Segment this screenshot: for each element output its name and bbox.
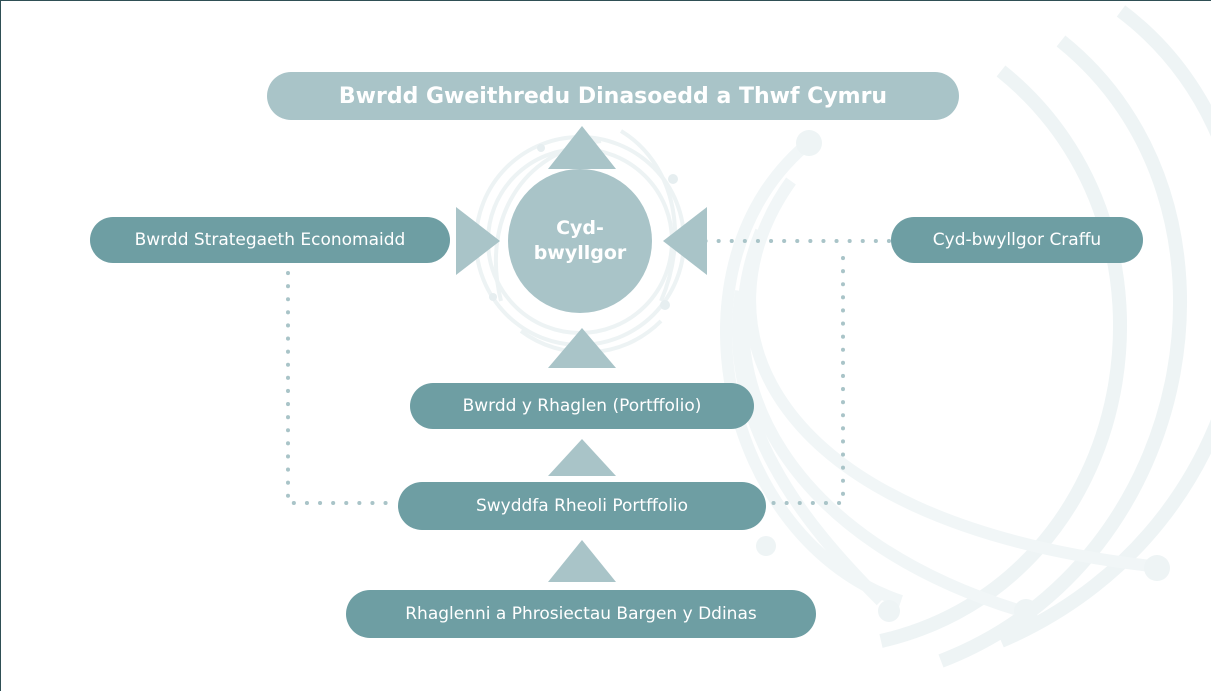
programmes-projects-label: Rhaglenni a Phrosiectau Bargen y Ddinas — [405, 604, 757, 624]
programme-board-box: Bwrdd y Rhaglen (Portffolio) — [410, 383, 754, 429]
scrutiny-committee-box: Cyd-bwyllgor Craffu — [891, 217, 1143, 263]
portfolio-office-box: Swyddfa Rheoli Portffolio — [398, 482, 766, 530]
top-board-box: Bwrdd Gweithredu Dinasoedd a Thwf Cymru — [267, 72, 959, 120]
top-board-label: Bwrdd Gweithredu Dinasoedd a Thwf Cymru — [338, 83, 888, 109]
joint-committee-label: Cyd-bwyllgor — [533, 217, 627, 264]
arrow-up-to-top-board — [548, 126, 616, 169]
arrow-right-to-committee — [456, 207, 500, 275]
arrow-left-to-committee — [663, 207, 707, 275]
portfolio-office-label: Swyddfa Rheoli Portffolio — [475, 496, 689, 516]
economic-strategy-board-label: Bwrdd Strategaeth Economaidd — [134, 230, 406, 250]
programme-board-label: Bwrdd y Rhaglen (Portffolio) — [462, 396, 702, 416]
joint-committee-circle: Cyd-bwyllgor — [508, 169, 652, 313]
dotted-line-left — [286, 271, 393, 505]
economic-strategy-board-box: Bwrdd Strategaeth Economaidd — [90, 217, 450, 263]
arrow-up-to-programme-board — [548, 439, 616, 476]
dotted-line-right-down — [771, 256, 845, 505]
arrow-up-to-portfolio-office — [548, 540, 616, 582]
arrow-up-to-committee — [548, 328, 616, 368]
scrutiny-committee-label: Cyd-bwyllgor Craffu — [932, 230, 1102, 250]
programmes-projects-box: Rhaglenni a Phrosiectau Bargen y Ddinas — [346, 590, 816, 638]
